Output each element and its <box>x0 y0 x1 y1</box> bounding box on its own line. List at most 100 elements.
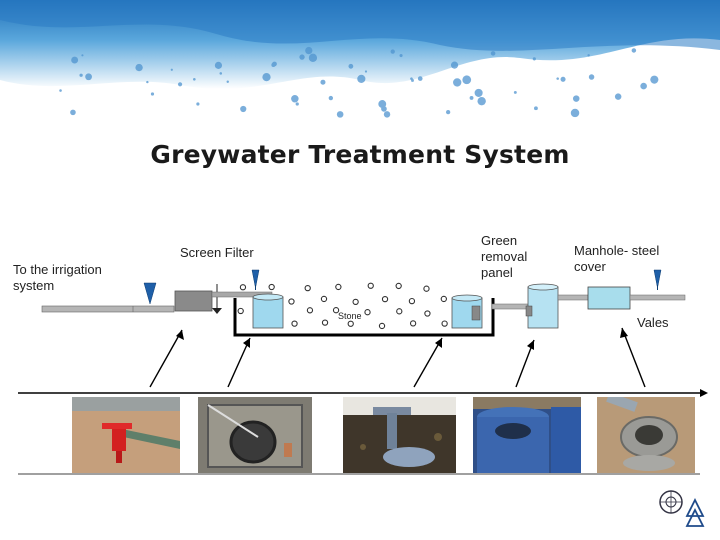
settling-chamber-tank <box>451 294 483 329</box>
water-bubble <box>364 70 368 73</box>
pointer-arrow <box>621 327 646 388</box>
stone <box>237 307 244 315</box>
water-bubble <box>81 54 84 57</box>
stone-fill <box>237 282 448 330</box>
filter-chamber-tank <box>252 293 284 329</box>
water-bubble <box>170 68 173 71</box>
water-bubble <box>219 72 223 75</box>
water-bubble <box>445 109 451 115</box>
water-bubble <box>411 79 414 82</box>
water-bubble <box>588 74 595 80</box>
water-bubble <box>308 53 318 62</box>
water-bubble <box>390 49 395 54</box>
stone <box>291 320 298 327</box>
manhole-photo <box>597 397 695 473</box>
water-bubble <box>383 111 391 118</box>
water-bubble <box>640 82 647 90</box>
water-bubble <box>570 108 580 118</box>
manhole-box <box>587 286 631 310</box>
water-bubble <box>469 95 474 100</box>
stone <box>304 284 311 292</box>
water-bubble <box>150 92 155 96</box>
water-bubble <box>357 74 366 83</box>
water-bubble <box>631 48 637 53</box>
water-bubble <box>378 100 387 108</box>
water-bubble <box>305 46 313 55</box>
stone <box>335 283 342 291</box>
stone <box>352 298 359 306</box>
water-bubble <box>214 61 223 69</box>
water-level-marker <box>653 269 662 289</box>
stone <box>332 307 340 314</box>
water-bubble <box>417 76 423 81</box>
water-bubble <box>477 96 486 106</box>
green-removal-barrel-photo <box>473 397 581 473</box>
water-bubble <box>490 51 496 56</box>
water-bubble <box>271 62 276 68</box>
water-bubble <box>474 88 483 97</box>
stone <box>321 319 329 326</box>
water-bubble <box>328 95 334 101</box>
water-bubble <box>299 54 305 60</box>
stone <box>367 282 374 289</box>
stone <box>395 282 402 290</box>
water-bubble <box>295 102 299 106</box>
stone <box>440 295 447 303</box>
water-bubble <box>79 73 83 77</box>
stone <box>409 320 417 327</box>
stone <box>381 295 389 303</box>
manhole-label: Manhole- steel cover <box>574 243 660 274</box>
stone <box>347 320 354 327</box>
water-bubble <box>146 80 149 84</box>
stone <box>306 307 314 314</box>
screen-filter-label: Screen Filter <box>180 245 254 260</box>
water-bubble <box>70 109 76 116</box>
stone <box>268 283 275 291</box>
pipe-inlet-photo <box>343 397 456 473</box>
pointer-arrow <box>227 337 251 388</box>
water-bubble <box>291 95 299 103</box>
water-level-marker <box>143 282 157 305</box>
water-bubble <box>534 106 538 111</box>
stone <box>441 320 448 327</box>
screen-filter-box <box>174 290 213 312</box>
water-bubble <box>453 78 462 87</box>
stone <box>364 309 371 316</box>
stone <box>378 322 386 330</box>
water-splash-banner <box>0 0 720 118</box>
water-bubble <box>177 82 183 87</box>
stone <box>396 308 403 315</box>
water-level-marker <box>251 269 260 289</box>
stone <box>424 310 431 317</box>
stone <box>288 298 295 305</box>
outlet-pipe <box>41 305 175 313</box>
water-bubble <box>399 53 403 58</box>
water-bubble <box>462 75 472 85</box>
water-bubble <box>532 57 536 61</box>
water-bubble <box>348 63 354 69</box>
stone <box>320 295 328 303</box>
stone <box>423 285 430 292</box>
water-bubble <box>85 73 92 81</box>
water-bubble <box>336 111 344 118</box>
irrigation-label: To the irrigation system <box>13 262 102 293</box>
water-bubble <box>59 89 62 92</box>
water-bubble <box>320 79 326 85</box>
pointer-arrow <box>149 329 183 388</box>
screen-filter-photo <box>198 397 312 473</box>
water-bubble <box>650 75 659 84</box>
trench-wall <box>233 298 495 337</box>
inlet-pipe <box>629 294 686 301</box>
green-removal-tank <box>525 283 559 329</box>
un-emblem-logo <box>659 490 705 527</box>
page-title: Greywater Treatment System <box>150 140 570 169</box>
water-bubble <box>381 106 387 112</box>
water-bubble <box>556 77 559 80</box>
water-bubble <box>262 72 271 82</box>
stone-label: Stone <box>338 311 362 321</box>
water-bubble <box>71 56 79 64</box>
water-bubble <box>135 63 143 72</box>
water-bubble <box>513 90 517 94</box>
water-bubble <box>587 54 590 57</box>
water-bubble <box>560 76 566 82</box>
